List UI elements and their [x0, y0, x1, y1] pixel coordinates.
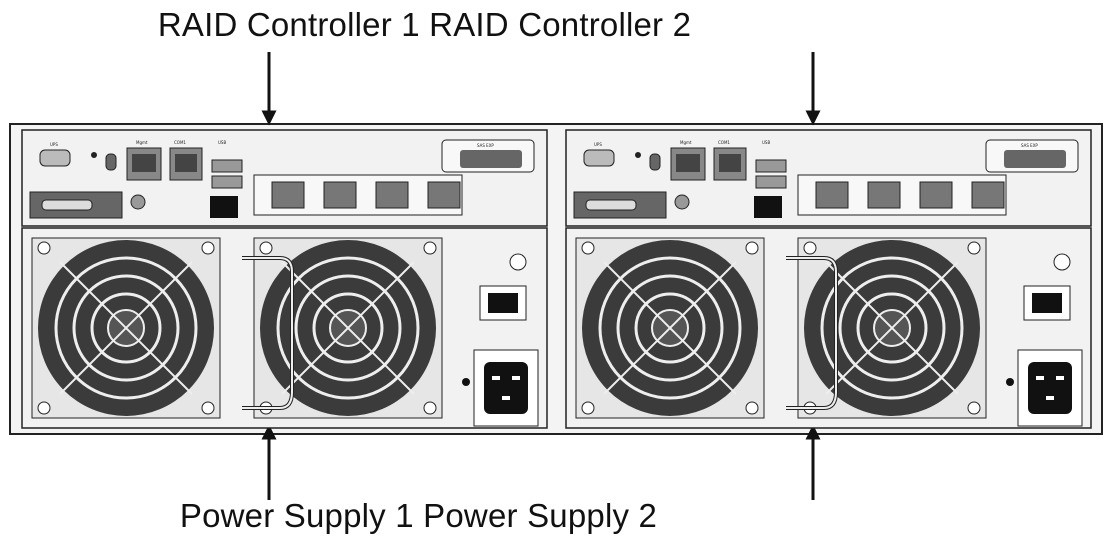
unit-2 [564, 128, 1093, 430]
top-caption: RAID Controller 1 RAID Controller 2 [157, 6, 692, 43]
unit-1 [20, 128, 549, 430]
arrows [261, 52, 821, 500]
bottom-caption: Power Supply 1 Power Supply 2 [179, 497, 658, 534]
